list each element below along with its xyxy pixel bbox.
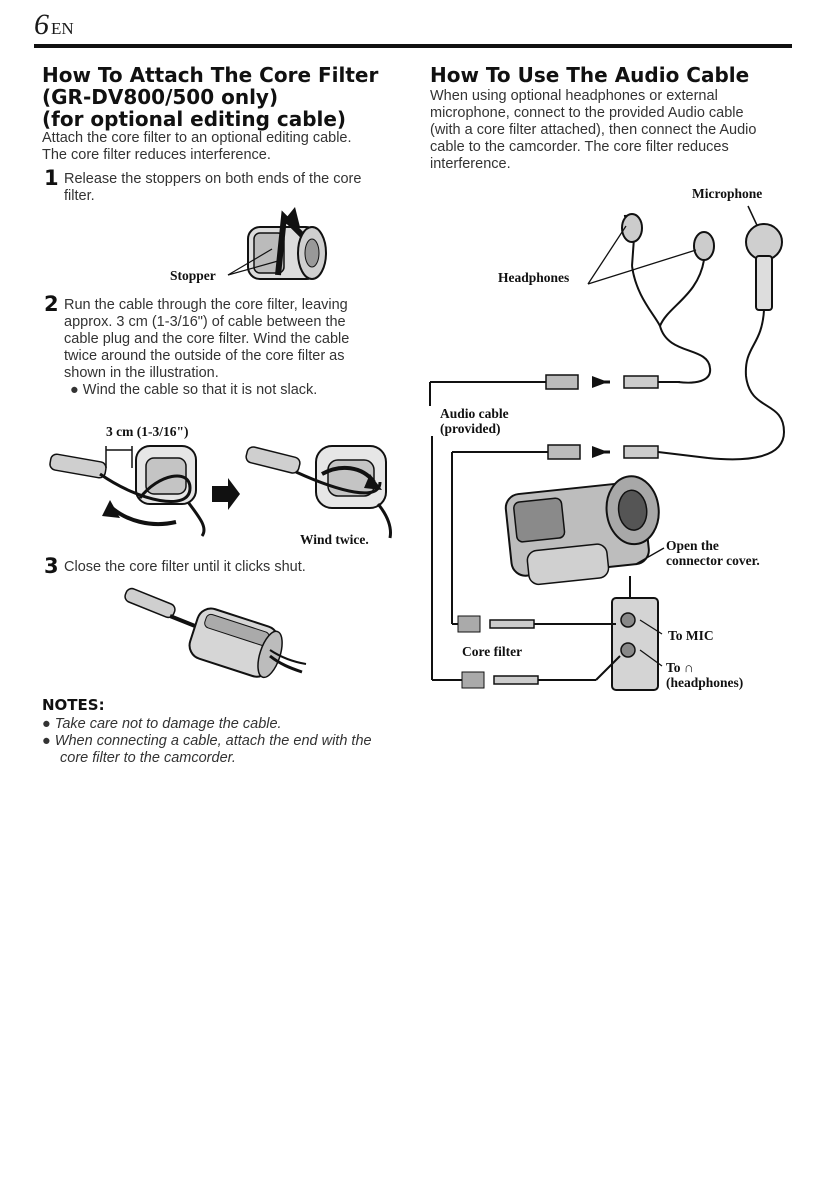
intro-line: microphone, connect to the provided Audi…: [430, 105, 744, 121]
measure-label: 3 cm (1-3/16"): [106, 424, 189, 439]
step-2-text: Run the cable through the core filter, l…: [64, 297, 404, 399]
language-code: EN: [51, 19, 74, 38]
wind-cable-illustration: [49, 445, 392, 539]
right-title-text: How To Use The Audio Cable: [430, 63, 750, 87]
step-1-text: Release the stoppers on both ends of the…: [64, 171, 404, 205]
left-title: How To Attach The Core Filter (GR-DV800/…: [42, 64, 402, 130]
step-line: approx. 3 cm (1-3/16") of cable between …: [64, 314, 346, 330]
step-line: Release the stoppers on both ends of the…: [64, 171, 362, 187]
step-bullet-text: Wind the cable so that it is not slack.: [82, 382, 318, 398]
step-line: twice around the outside of the core fil…: [64, 348, 345, 364]
intro-line: interference.: [430, 156, 511, 172]
notes-title: NOTES:: [42, 696, 105, 714]
note-item: ● When connecting a cable, attach the en…: [42, 733, 372, 749]
right-intro: When using optional headphones or extern…: [430, 88, 800, 173]
core-filter-label: Core filter: [462, 644, 523, 659]
step-bullet: ● Wind the cable so that it is not slack…: [70, 382, 318, 398]
left-title-line: How To Attach The Core Filter: [42, 63, 379, 87]
to-headphones-line: (headphones): [666, 675, 744, 690]
open-cover-label: Open the connector cover.: [666, 538, 760, 568]
to-mic-label: To MIC: [668, 628, 714, 643]
audio-cable-diagram: [429, 205, 786, 691]
header-rule: [34, 44, 792, 48]
step-3-text: Close the core filter until it clicks sh…: [64, 559, 404, 576]
step-line: shown in the illustration.: [64, 365, 219, 381]
wind-twice-label: Wind twice.: [300, 532, 369, 547]
left-title-line: (for optional editing cable): [42, 107, 347, 131]
page-number-value: 6: [34, 8, 49, 41]
step-line: filter.: [64, 188, 95, 204]
audio-cable-line: Audio cable: [440, 406, 509, 421]
audio-cable-label: Audio cable (provided): [440, 406, 509, 436]
headphones-label: Headphones: [498, 270, 570, 285]
to-headphones-line: To ∩: [666, 660, 694, 675]
notes-list: ● Take care not to damage the cable. ● W…: [42, 716, 412, 767]
step-1-number: 1: [44, 166, 59, 190]
step-2-number: 2: [44, 292, 59, 316]
step-line: cable plug and the core filter. Wind the…: [64, 331, 350, 347]
audio-cable-line: (provided): [440, 421, 501, 436]
open-cover-line: Open the: [666, 538, 719, 553]
core-filter-closed-illustration: [124, 587, 307, 679]
intro-line: Attach the core filter to an optional ed…: [42, 130, 352, 146]
stopper-label: Stopper: [170, 268, 216, 283]
step-3-number: 3: [44, 554, 59, 578]
note-text: core filter to the camcorder.: [60, 750, 236, 766]
left-intro: Attach the core filter to an optional ed…: [42, 130, 402, 164]
right-title: How To Use The Audio Cable: [430, 64, 800, 86]
note-item-continued: core filter to the camcorder.: [42, 750, 412, 767]
intro-line: The core filter reduces interference.: [42, 147, 271, 163]
intro-line: When using optional headphones or extern…: [430, 88, 718, 104]
core-filter-open-illustration: [227, 207, 327, 280]
note-item: ● Take care not to damage the cable.: [42, 716, 282, 732]
intro-line: cable to the camcorder. The core filter …: [430, 139, 729, 155]
intro-line: (with a core filter attached), then conn…: [430, 122, 757, 138]
left-title-line: (GR-DV800/500 only): [42, 85, 279, 109]
note-text: When connecting a cable, attach the end …: [54, 733, 372, 749]
step-line: Close the core filter until it clicks sh…: [64, 559, 306, 575]
to-headphones-label: To ∩ (headphones): [666, 660, 743, 690]
open-cover-line: connector cover.: [666, 553, 760, 568]
note-text: Take care not to damage the cable.: [54, 716, 282, 732]
microphone-label: Microphone: [692, 186, 763, 201]
step-line: Run the cable through the core filter, l…: [64, 297, 348, 313]
